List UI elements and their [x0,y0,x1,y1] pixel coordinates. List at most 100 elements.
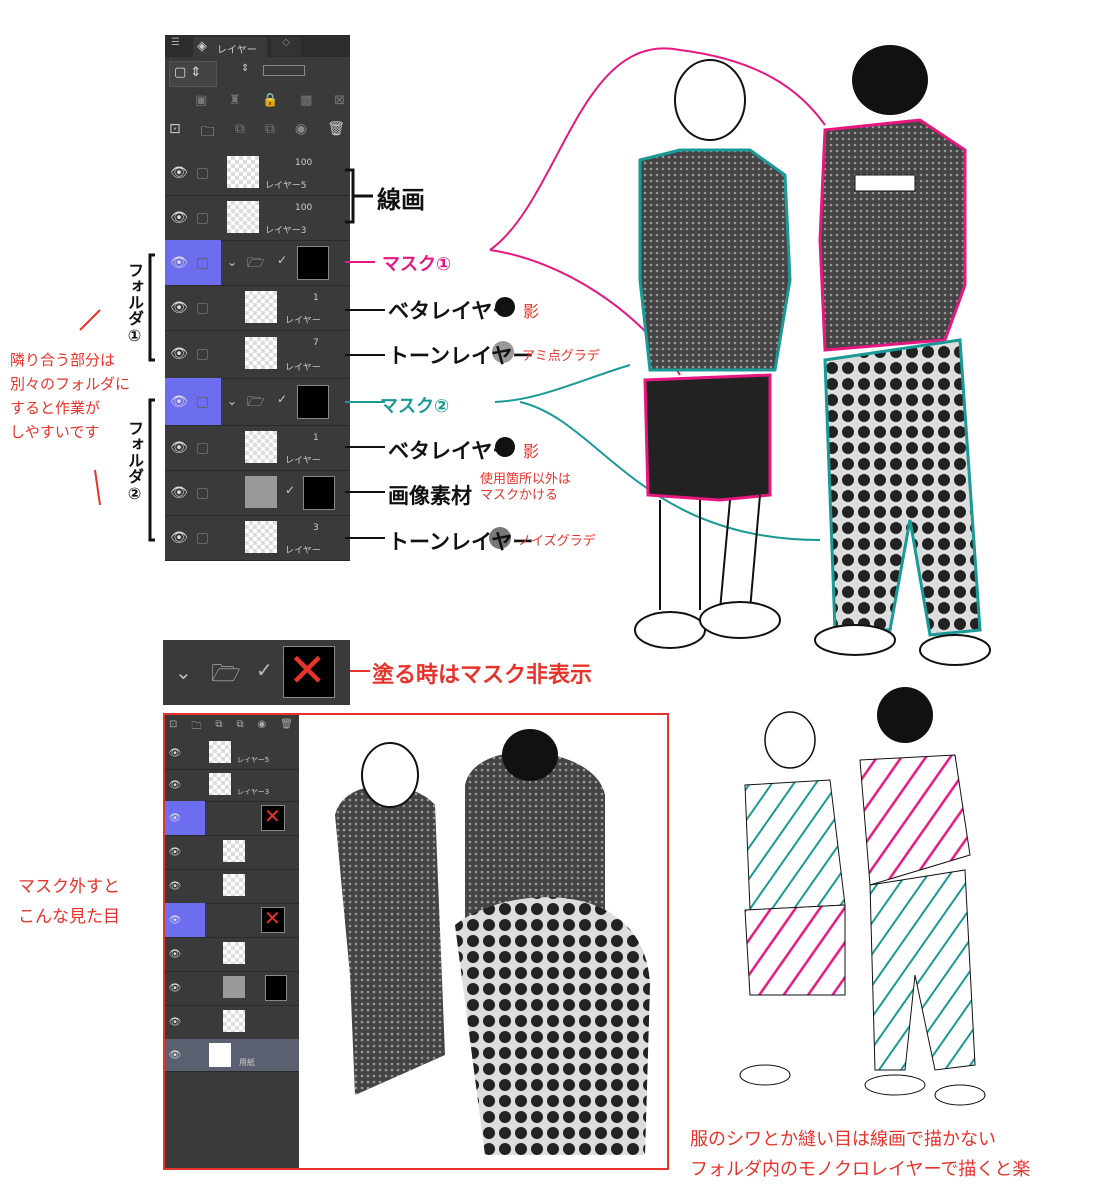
chevron-down-icon[interactable]: ⌄ [175,660,192,684]
opacity-stepper[interactable]: ⇕ [241,63,250,74]
image-material-row[interactable]: 👁✓ [165,470,350,516]
layers-icon: ◈ [197,39,207,54]
layer-checkbox[interactable] [197,396,208,408]
eye-icon[interactable]: 👁 [165,801,185,835]
eye-icon[interactable]: 👁 [168,982,182,994]
reference-icon[interactable]: ♜ [228,93,241,108]
layer-row[interactable]: 👁 [165,835,299,870]
eye-icon[interactable]: 👁 [165,240,193,285]
label-tone-layer-1: トーンレイヤー [388,344,534,368]
eye-icon[interactable]: 👁 [165,378,193,425]
mask-thumbnail[interactable] [265,975,287,1001]
mask-thumbnail[interactable] [303,476,335,510]
eye-icon[interactable]: 👁 [170,529,188,546]
check-icon[interactable]: ✓ [256,658,273,682]
eye-icon[interactable]: 👁 [170,439,188,456]
eye-icon[interactable]: 👁 [170,299,188,316]
folder-row-closeup: ⌄ 🗁 ✓ ✕ [163,640,350,705]
layer-checkbox[interactable] [197,257,208,269]
layer-row[interactable]: 👁 [165,869,299,904]
layer-row[interactable]: 👁 100 レイヤー3 [165,195,350,241]
eye-icon[interactable]: 👁 [170,209,188,226]
layer-opacity: 100 [295,203,313,213]
opacity-field[interactable] [263,65,305,76]
layer-row[interactable]: 👁 7 レイヤー [165,330,350,379]
add-mask-icon[interactable]: ◉ [294,121,308,137]
transfer-down-icon[interactable]: ⧉ [234,121,245,137]
eye-icon[interactable]: 👁 [168,880,182,892]
layer-checkbox[interactable] [197,302,208,314]
mask-thumbnail[interactable] [297,246,329,280]
tab-layer[interactable]: ◈ レイヤー [193,37,267,57]
layer-checkbox[interactable] [197,532,208,544]
label-bottom-tip-1: 服のシワとか縫い目は線画で描かない [690,1129,996,1150]
layer-row[interactable]: 👁 [165,1005,299,1040]
eye-icon[interactable]: 👁 [168,747,182,759]
unmasked-illustration [335,729,650,1155]
eye-icon[interactable]: 👁 [170,346,188,362]
label-mask-except-used: 使用箇所以外は マスクかける [480,472,572,503]
chevron-down-icon[interactable]: ⌄ [227,255,238,269]
layer-thumbnail [245,431,277,463]
eye-icon[interactable]: 👁 [168,779,182,791]
mask-thumbnail-hidden[interactable]: ✕ [261,804,285,831]
label-shadow-1: 影 [523,302,540,321]
clip-icon[interactable]: ▣ [195,93,208,108]
mask-thumbnail-hidden[interactable]: ✕ [283,643,335,698]
layer-row[interactable]: 👁レイヤー5 [165,737,299,770]
paper-layer-row[interactable]: 👁用紙 [165,1039,299,1072]
layer-opacity: 3 [313,523,319,533]
new-layer-icon[interactable]: ⊡ [169,121,181,137]
layer-checkbox[interactable] [197,212,208,224]
layer-thumbnail [245,521,277,553]
label-folder2: フォルダ② [125,420,144,503]
layer-checkbox[interactable] [197,487,208,499]
check-icon[interactable]: ✓ [277,392,288,406]
mask-thumbnail[interactable] [297,385,329,419]
eye-icon[interactable]: 👁 [168,948,182,960]
layer-row[interactable]: 👁 [165,971,299,1006]
layer-opacity: 7 [313,338,319,348]
eye-icon[interactable]: 👁 [170,164,188,181]
layer-opacity: 1 [313,433,319,443]
mask-toggle-icon[interactable]: ⊠ [334,93,345,108]
layer-name: レイヤー [285,316,321,326]
layer-name: レイヤー [285,363,321,373]
layer-row[interactable]: 👁レイヤー3 [165,769,299,802]
layer-checkbox[interactable] [197,442,208,454]
eye-icon[interactable]: 👁 [168,1016,182,1028]
layer-row[interactable]: 👁 [165,937,299,972]
check-icon[interactable]: ✓ [285,483,296,497]
folder-row-2[interactable]: 👁⌄🗁✓ [165,378,350,426]
eye-icon[interactable]: 👁 [165,903,185,937]
tab-other[interactable]: ◇ [271,37,301,57]
chevron-down-icon[interactable]: ⌄ [227,394,238,408]
folder-row-1[interactable]: 👁⌄🗁✓ [165,240,350,286]
trash-icon[interactable]: 🗑 [327,121,345,137]
eye-icon[interactable]: 👁 [168,846,182,858]
layer-name: レイヤー3 [265,226,307,236]
eye-icon[interactable]: 👁 [170,484,188,501]
blend-mode-select[interactable]: ▢ ⇕ [169,61,217,87]
lock-icon[interactable]: 🔒 [262,93,279,108]
mask-thumbnail-hidden[interactable]: ✕ [261,906,285,933]
label-mask2: マスク② [380,396,450,417]
folder-row-2[interactable]: 👁✕ [165,903,299,938]
layer-checkbox[interactable] [197,167,208,179]
label-adjacent-tip: 隣り合う部分は 別々のフォルダに すると作業が しやすいです [10,351,131,441]
layer-checkbox[interactable] [197,349,208,360]
menu-icon[interactable]: ☰ [171,37,180,48]
eye-icon[interactable]: 👁 [168,1049,182,1061]
layer-thumbnail [245,476,277,508]
label-noise-gradient: ノイズグラデ [518,534,596,549]
new-folder-icon[interactable]: 🗀 [200,124,215,140]
folder-row-1[interactable]: 👁✕ [165,801,299,836]
merge-icon[interactable]: ⧉ [264,121,275,137]
lock-transparency-icon[interactable]: ▩ [300,93,313,108]
check-icon[interactable]: ✓ [277,253,288,267]
